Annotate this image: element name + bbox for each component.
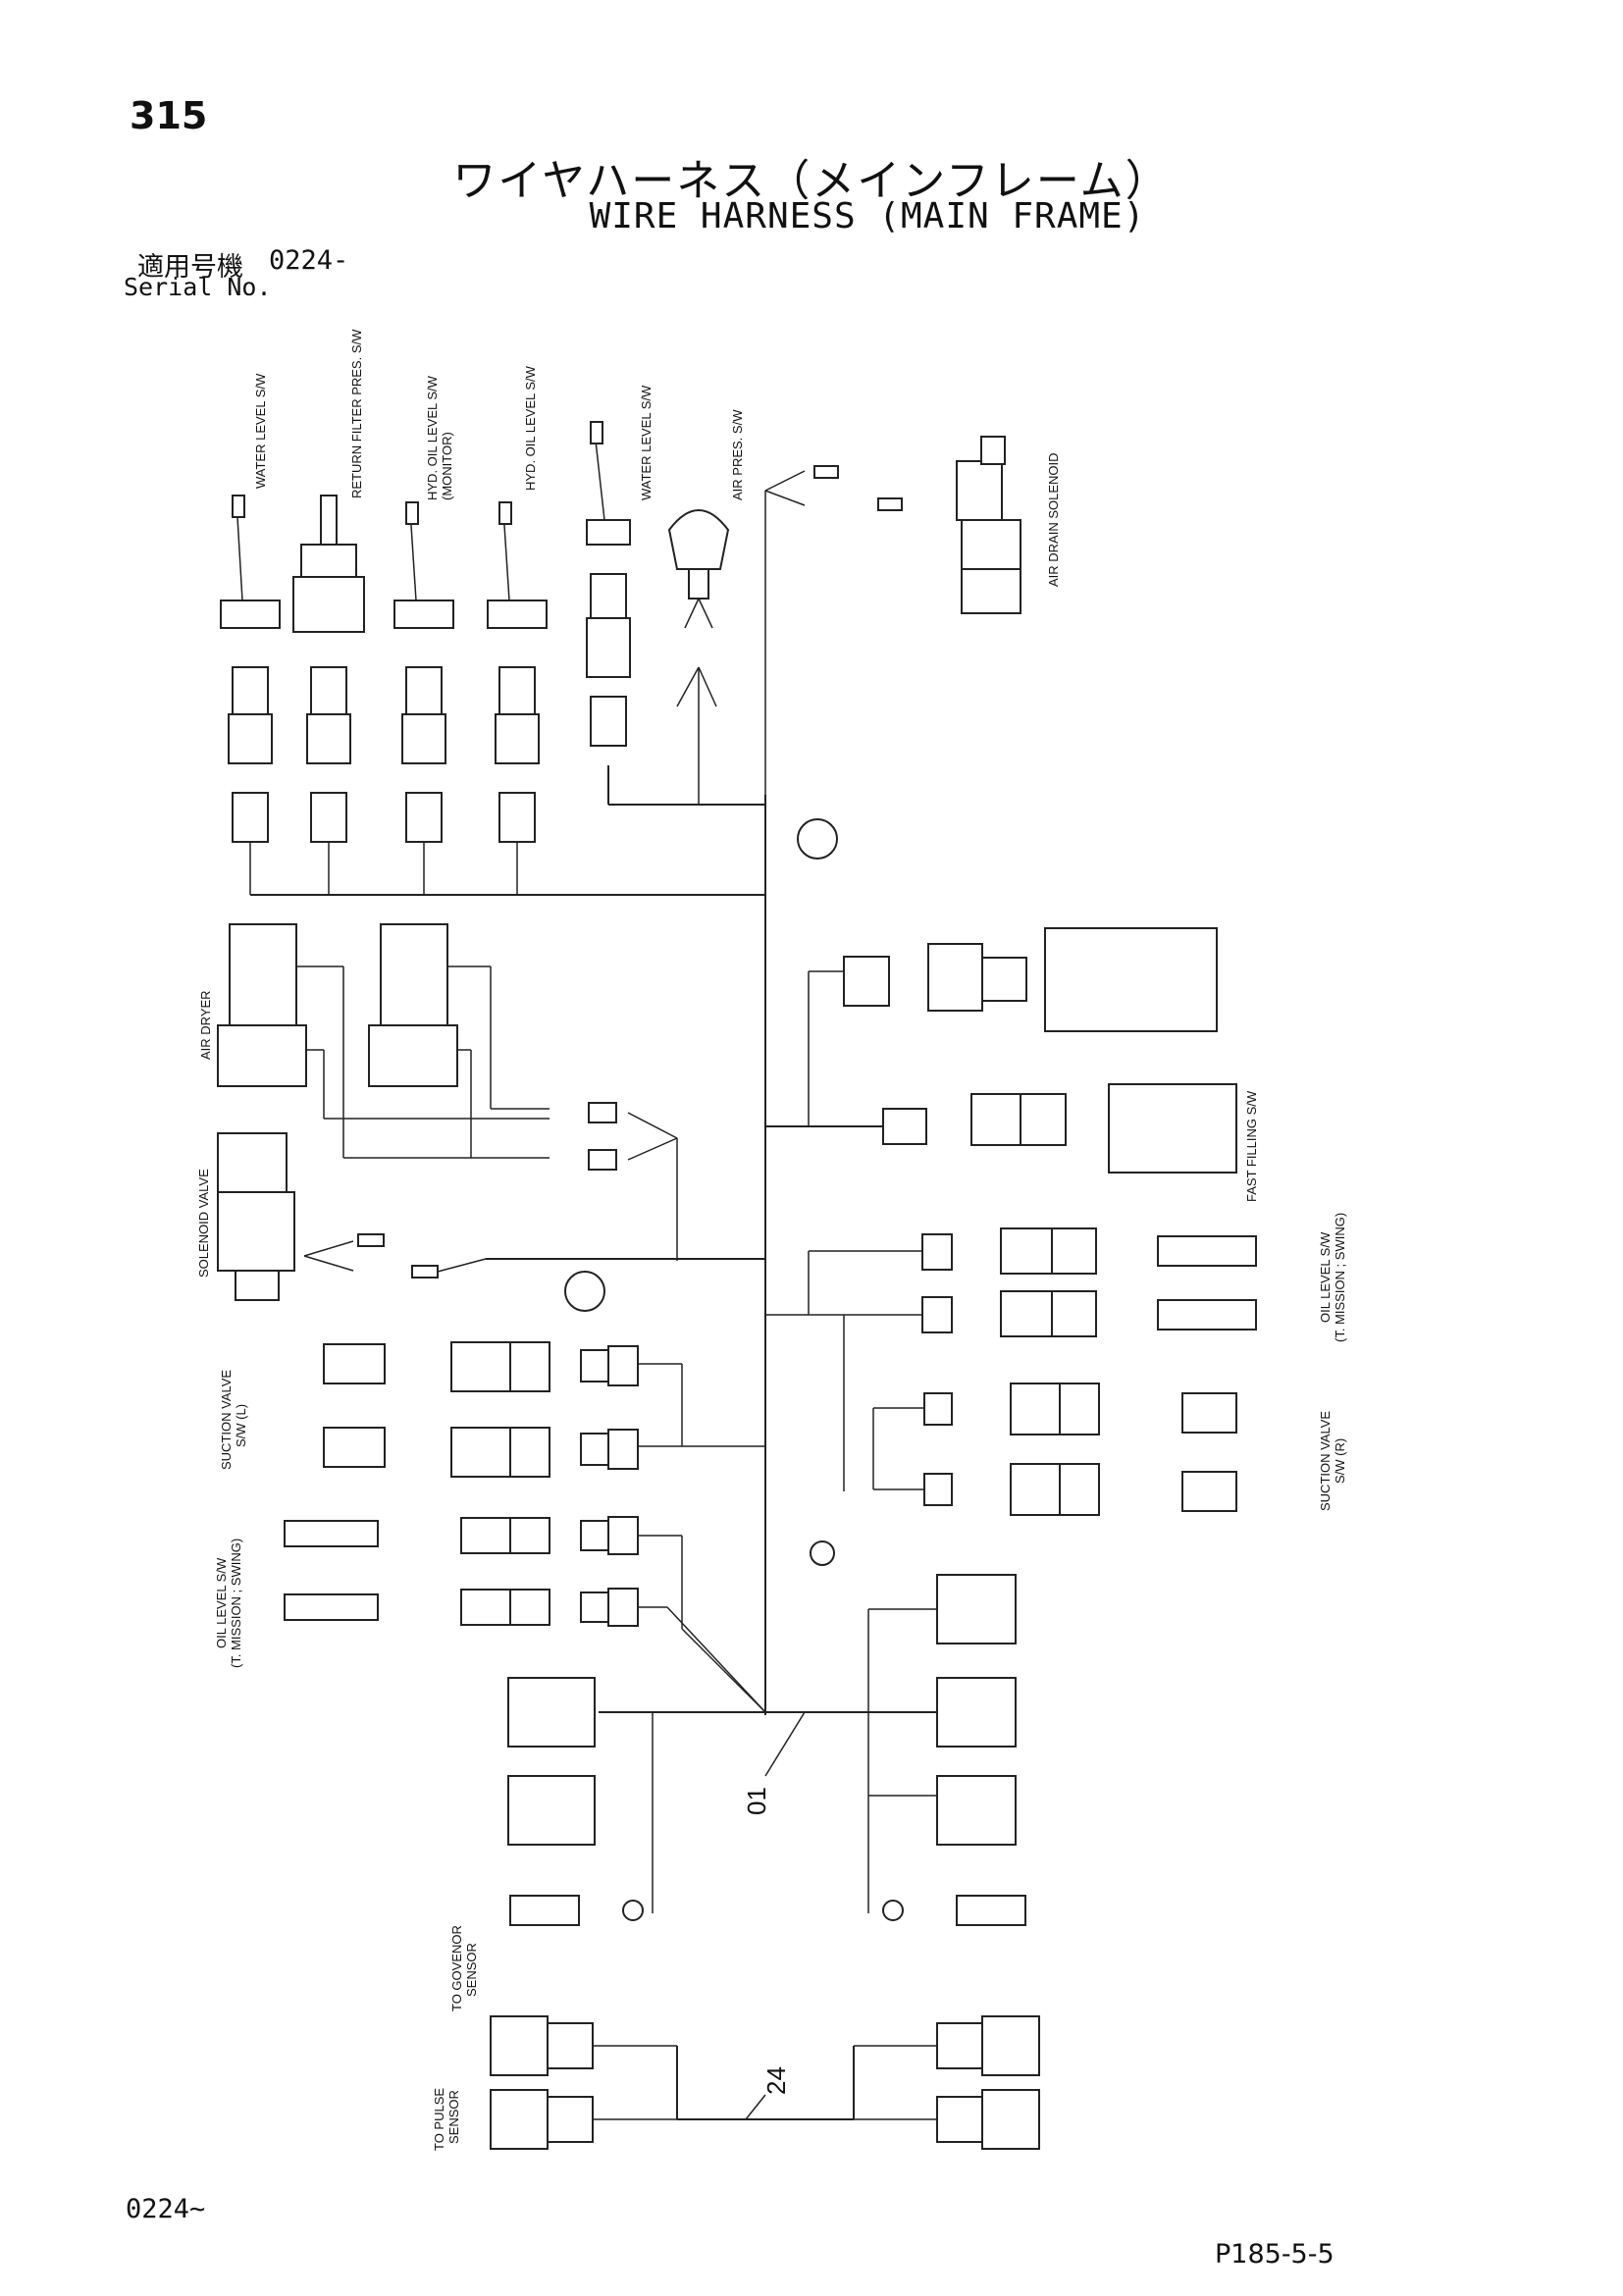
label-oil-level-right-1: OIL LEVEL S/W [1318, 1231, 1333, 1323]
label-gov-sensor-2: SENSOR [464, 1943, 479, 1997]
fast-filling [765, 927, 1237, 1174]
label-water-level-2: WATER LEVEL S/W [639, 385, 654, 500]
label-air-dryer: AIR DRYER [198, 990, 213, 1060]
page-number: 315 [130, 94, 208, 137]
page-title-japanese: ワイヤハーネス（メインフレーム） [452, 156, 1171, 206]
label-suction-right-1: SUCTION VALVE [1318, 1411, 1333, 1511]
footer-code: P185-5-5 [1215, 2239, 1335, 2270]
label-suction-right-2: S/W (R) [1333, 1438, 1347, 1484]
sensor-harness [490, 2015, 1040, 2150]
label-return-filter: RETURN FILTER PRES. S/W [349, 329, 364, 498]
suction-valve-right [843, 1315, 1237, 1516]
label-suction-left-1: SUCTION VALVE [219, 1370, 234, 1470]
label-oil-level-left-1: OIL LEVEL S/W [214, 1557, 229, 1648]
label-gov-sensor-1: TO GOVENOR [449, 1925, 464, 2011]
label-pulse-sensor-1: TO PULSE [432, 2088, 446, 2151]
serial-label-english: Serial No. [124, 273, 272, 301]
label-part-24: 24 [761, 2066, 791, 2095]
air-dryer [217, 923, 678, 1261]
label-solenoid-valve: SOLENOID VALVE [196, 1169, 211, 1278]
label-oil-level-right-2: (T. MISSION ; SWING) [1333, 1213, 1347, 1342]
solenoid-valve [217, 1132, 765, 1301]
label-suction-left-2: S/W (L) [234, 1404, 248, 1447]
oil-level-right [765, 1227, 1257, 1337]
top-switches [220, 421, 730, 895]
serial-label-japanese: 適用号機 [137, 252, 243, 283]
label-air-pres: AIR PRES. S/W [730, 409, 745, 500]
label-hyd-oil-level: HYD. OIL LEVEL S/W [523, 365, 538, 491]
label-oil-level-left-2: (T. MISSION ; SWING) [229, 1539, 243, 1668]
label-water-level-1: WATER LEVEL S/W [253, 373, 268, 489]
label-hyd-oil-monitor-2: (MONITOR) [440, 432, 454, 500]
serial-code: 0224- [269, 245, 349, 276]
lower-connectors [507, 1574, 1026, 1926]
page-title-english: WIRE HARNESS (MAIN FRAME) [589, 196, 1146, 236]
label-air-drain: AIR DRAIN SOLENOID [1046, 452, 1061, 587]
oil-level-left [284, 1516, 766, 1713]
footer-serial: 0224~ [126, 2194, 206, 2224]
label-hyd-oil-monitor-1: HYD. OIL LEVEL S/W [425, 375, 440, 500]
label-part-01: 01 [742, 1787, 771, 1815]
air-drain-solenoid [764, 436, 1021, 805]
label-fast-filling: FAST FILLING S/W [1244, 1090, 1259, 1202]
suction-valve-left [323, 1341, 765, 1478]
label-pulse-sensor-2: SENSOR [446, 2090, 461, 2144]
